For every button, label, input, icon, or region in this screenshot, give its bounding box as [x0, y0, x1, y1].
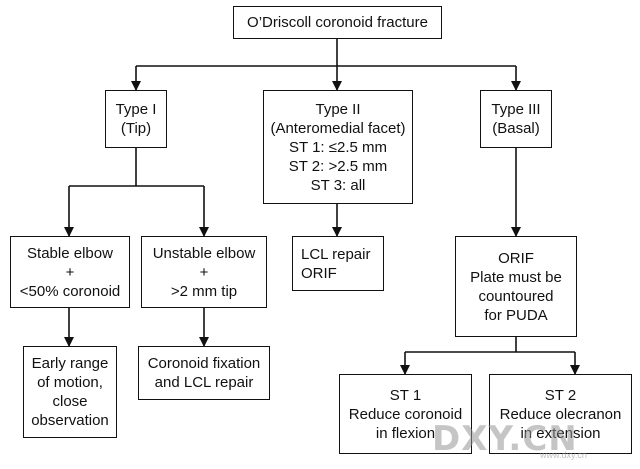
st1-title: ST 1: [389, 386, 422, 404]
unstable-elbow-line1: Unstable elbow: [152, 244, 256, 262]
type1-subtitle: (Tip): [120, 120, 152, 137]
unstable-elbow-box: Unstable elbow + >2 mm tip: [141, 236, 267, 308]
st1-box: ST 1 Reduce coronoid in flexion: [339, 374, 472, 454]
coronoid-fixation-line2: and LCL repair: [154, 374, 254, 391]
type2-st3: ST 3: all: [310, 176, 366, 194]
lcl-repair-box: LCL repair ORIF: [292, 236, 384, 291]
orif-line2: Plate must be: [470, 268, 562, 286]
orif-box: ORIF Plate must be countoured for PUDA: [455, 236, 577, 337]
root-node-label: O’Driscoll coronoid fracture: [247, 14, 428, 31]
type1-title: Type I: [115, 101, 157, 118]
type3-node-box: Type III (Basal): [480, 90, 552, 148]
unstable-elbow-plus: +: [199, 263, 209, 281]
orif-line3: countoured: [478, 287, 554, 305]
stable-elbow-line3: <50% coronoid: [19, 282, 121, 300]
stable-elbow-box: Stable elbow + <50% coronoid: [10, 236, 130, 308]
watermark-logo: DXY.CN: [432, 419, 578, 459]
orif-line4: for PUDA: [484, 306, 548, 324]
early-motion-line2: of motion,: [37, 374, 103, 391]
early-motion-line3: close: [52, 393, 88, 410]
type2-st1: ST 1: ≤2.5 mm: [289, 138, 387, 156]
st1-line2: Reduce coronoid: [348, 405, 463, 423]
type2-title: Type II: [315, 100, 361, 118]
unstable-elbow-line3: >2 mm tip: [170, 282, 238, 300]
st2-line2: Reduce olecranon: [499, 405, 622, 423]
early-motion-box: Early range of motion, close observation: [23, 346, 117, 438]
type2-subtitle: (Anteromedial facet): [270, 119, 406, 137]
lcl-repair-line1: LCL repair: [301, 245, 371, 263]
stable-elbow-line1: Stable elbow: [27, 244, 113, 262]
lcl-repair-line2: ORIF: [301, 264, 337, 282]
early-motion-line1: Early range: [31, 355, 109, 372]
root-node-box: O’Driscoll coronoid fracture: [233, 6, 442, 39]
early-motion-line4: observation: [31, 412, 109, 429]
st2-box: ST 2 Reduce olecranon in extension: [489, 374, 632, 454]
type3-subtitle: (Basal): [492, 120, 540, 137]
type2-node-box: Type II (Anteromedial facet) ST 1: ≤2.5 …: [263, 90, 413, 204]
orif-title: ORIF: [498, 249, 534, 267]
type3-title: Type III: [491, 101, 541, 118]
st1-line3: in flexion: [375, 424, 436, 442]
coronoid-fixation-line1: Coronoid fixation: [147, 355, 261, 372]
type2-st2: ST 2: >2.5 mm: [288, 157, 388, 175]
st2-line3: in extension: [520, 424, 601, 442]
watermark-url: www.dxy.cn: [540, 450, 587, 460]
coronoid-fixation-box: Coronoid fixation and LCL repair: [138, 346, 270, 400]
stable-elbow-plus: +: [65, 263, 75, 281]
type1-node-box: Type I (Tip): [105, 90, 167, 148]
st2-title: ST 2: [544, 386, 577, 404]
